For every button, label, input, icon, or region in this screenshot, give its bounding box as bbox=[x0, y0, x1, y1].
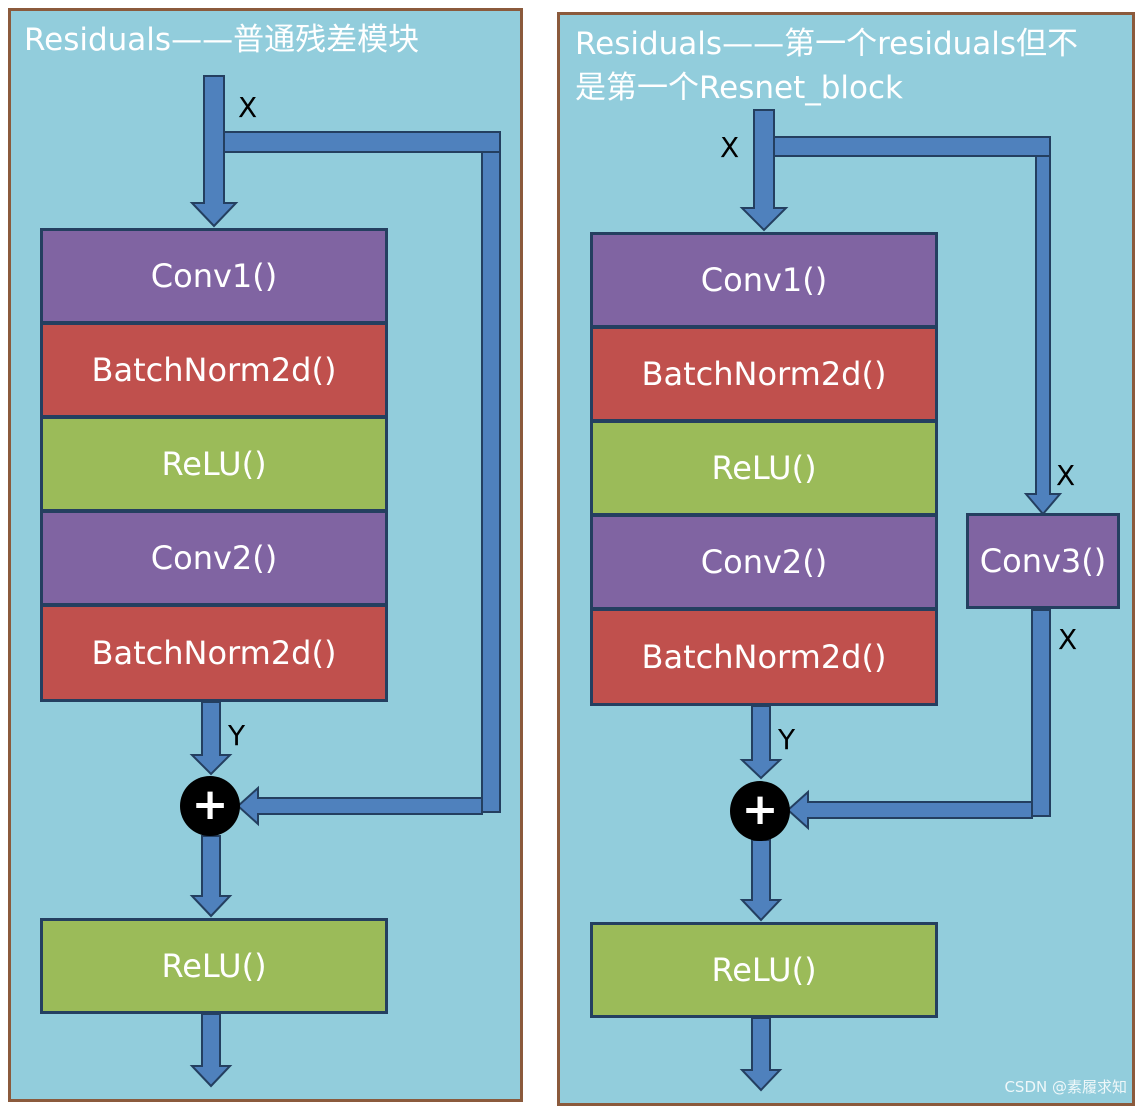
left-plus-symbol: + bbox=[191, 779, 229, 830]
right-output-arrow bbox=[739, 1017, 783, 1092]
left-conv2-block: Conv2() bbox=[40, 510, 388, 606]
right-plus-symbol: + bbox=[741, 784, 779, 835]
right-relu-output-block: ReLU() bbox=[590, 922, 938, 1018]
right-batchnorm1-block: BatchNorm2d() bbox=[590, 326, 938, 422]
left-add-node bbox=[180, 776, 240, 836]
right-x-shortcut-in-label: X bbox=[1056, 459, 1076, 492]
right-panel-title: Residuals——第一个residuals但不 是第一个Resnet_blo… bbox=[575, 26, 1079, 106]
left-batchnorm1-block: BatchNorm2d() bbox=[40, 322, 388, 418]
left-relu-output-block: ReLU() bbox=[40, 918, 388, 1014]
left-panel-title: Residuals——普通残差模块 bbox=[24, 22, 420, 58]
right-shortcut-arrow bbox=[786, 789, 1033, 831]
left-output-arrow bbox=[189, 1013, 233, 1088]
left-plus-to-relu-arrow bbox=[189, 835, 233, 918]
right-y-arrow bbox=[739, 705, 783, 780]
right-add-node bbox=[730, 781, 790, 841]
right-skip-down-arrow bbox=[1023, 155, 1063, 516]
left-skip-vertical bbox=[481, 151, 501, 813]
watermark: CSDN @素履求知 bbox=[1004, 1078, 1127, 1096]
left-y-arrow bbox=[189, 701, 233, 776]
left-x-label: X bbox=[238, 91, 258, 124]
right-input-arrow bbox=[739, 109, 789, 232]
right-y-label: Y bbox=[778, 723, 796, 756]
right-x-shortcut-out-label: X bbox=[1058, 623, 1078, 656]
right-plus-to-relu-arrow bbox=[739, 839, 783, 922]
left-skip-top bbox=[223, 131, 501, 153]
left-batchnorm2-block: BatchNorm2d() bbox=[40, 604, 388, 702]
right-shortcut-down bbox=[1031, 609, 1051, 817]
right-batchnorm2-block: BatchNorm2d() bbox=[590, 608, 938, 706]
left-relu1-block: ReLU() bbox=[40, 416, 388, 512]
right-x-input-label: X bbox=[720, 131, 740, 164]
right-skip-top bbox=[773, 136, 1051, 157]
right-conv2-block: Conv2() bbox=[590, 514, 938, 610]
right-relu1-block: ReLU() bbox=[590, 420, 938, 516]
left-input-arrow bbox=[189, 75, 239, 228]
left-skip-arrow bbox=[236, 785, 483, 827]
right-conv3-shortcut-block: Conv3() bbox=[966, 513, 1120, 609]
right-conv1-block: Conv1() bbox=[590, 232, 938, 328]
left-conv1-block: Conv1() bbox=[40, 228, 388, 324]
left-y-label: Y bbox=[228, 719, 246, 752]
